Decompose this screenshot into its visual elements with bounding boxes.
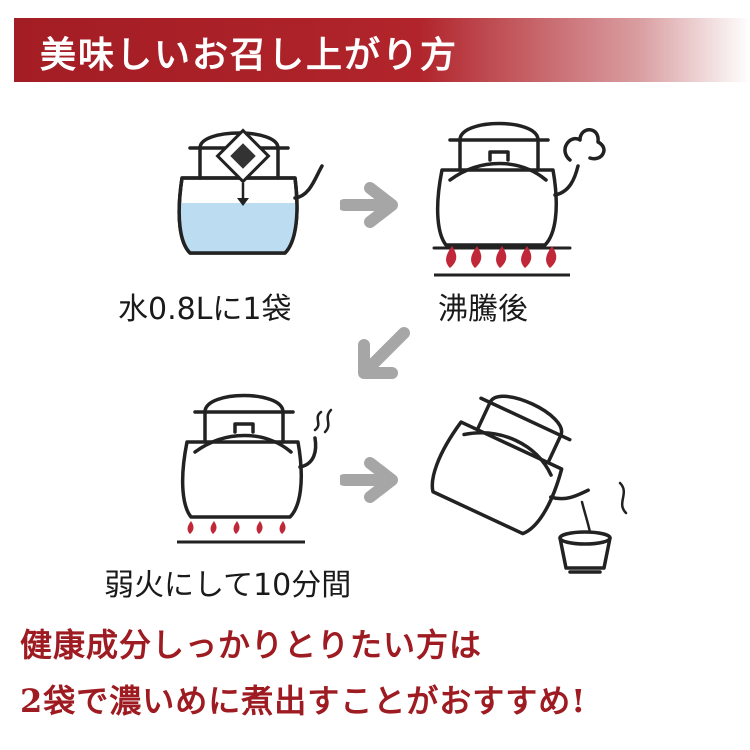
- tea-bag-icon: [215, 128, 271, 206]
- arrow-right-icon: [340, 182, 398, 228]
- step-3-label: 弱火にして10分間: [104, 568, 352, 603]
- flame-icons: [187, 521, 286, 534]
- step-1-label: 水0.8Lに1袋: [118, 292, 292, 327]
- arrow-right-icon: [340, 457, 398, 503]
- step-2-label: 沸騰後: [438, 292, 528, 327]
- kettle-steaming-illustration: [432, 121, 606, 277]
- closing-line-2: 2袋で濃いめに煮出すことがおすすめ!: [20, 682, 587, 720]
- closing-line-1: 健康成分しっかりとりたい方は: [20, 626, 483, 664]
- flame-icons: [446, 246, 557, 268]
- page-title: 美味しいお召し上がり方: [40, 35, 459, 76]
- header-banner: 美味しいお召し上がり方: [14, 18, 750, 82]
- kettle-pouring-illustration: [430, 394, 628, 574]
- arrow-down-left-icon: [358, 327, 410, 379]
- kettle-low-flame-illustration: [177, 393, 333, 544]
- kettle-with-tea-bag-illustration: [177, 128, 324, 255]
